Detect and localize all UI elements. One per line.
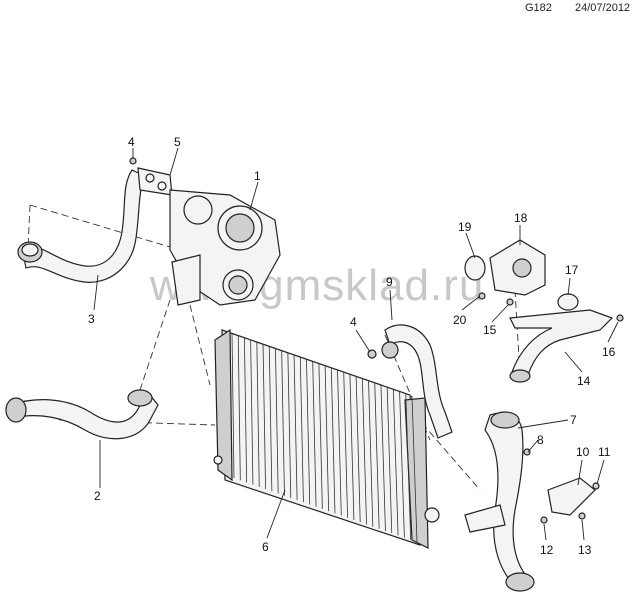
callout-13: 13 <box>578 543 592 557</box>
intercooler-fin <box>275 348 279 494</box>
intercooler-fin <box>337 369 342 516</box>
intercooler-fin <box>349 374 355 520</box>
part-19-seal <box>464 255 486 281</box>
callout-15: 15 <box>483 323 497 337</box>
part-9-hose <box>381 324 453 439</box>
diagram-date: 24/07/2012 <box>575 2 631 14</box>
intercooler-fin <box>405 393 412 540</box>
callout-18: 18 <box>514 211 528 225</box>
callout-17: 17 <box>565 263 579 277</box>
part-14-intake-duct <box>509 309 614 383</box>
callout-4b: 4 <box>350 315 357 329</box>
callout-6: 6 <box>262 540 269 554</box>
callout-11: 11 <box>598 445 611 459</box>
intercooler-fin <box>386 387 393 534</box>
callout-3: 3 <box>88 312 95 326</box>
part-7-outlet-hose <box>464 411 535 592</box>
callout-20: 20 <box>453 313 467 327</box>
intercooler-fin <box>355 376 361 523</box>
callout-19: 19 <box>458 220 472 234</box>
intercooler-fin <box>411 395 418 543</box>
intercooler-fin <box>392 389 399 536</box>
callout-5: 5 <box>174 135 181 149</box>
part-10-bracket <box>547 477 596 516</box>
intercooler-fin <box>343 372 348 518</box>
callout-4a: 4 <box>128 135 135 149</box>
part-18-valve <box>489 239 546 296</box>
intercooler-fin <box>330 367 336 514</box>
callouts: 4 5 1 3 2 6 4 9 19 18 17 20 15 16 14 7 8… <box>88 135 616 557</box>
intercooler-fin <box>380 385 386 531</box>
callout-10: 10 <box>576 445 590 459</box>
intercooler-fin <box>399 391 405 538</box>
callout-8: 8 <box>537 433 544 447</box>
intercooler-fin <box>318 363 323 509</box>
part-5-gasket <box>137 167 173 196</box>
callout-2: 2 <box>94 489 101 503</box>
leader-lines <box>93 147 619 541</box>
intercooler-fin <box>287 352 292 498</box>
intercooler-fin <box>306 359 311 505</box>
callout-1: 1 <box>254 169 261 183</box>
intercooler-fin <box>281 350 285 496</box>
callout-16: 16 <box>602 345 616 359</box>
intercooler-fin <box>237 335 241 481</box>
part-6-intercooler <box>213 328 440 549</box>
part-1-throttle-body <box>169 189 281 306</box>
callout-7: 7 <box>570 413 577 427</box>
intercooler-fin <box>293 354 298 501</box>
diagram-code: G182 <box>525 2 552 14</box>
intercooler-fin <box>231 332 235 479</box>
intercooler-fin <box>374 382 380 529</box>
intercooler-fin <box>324 365 330 512</box>
callout-9: 9 <box>386 275 393 289</box>
part-17-seal <box>557 293 579 311</box>
part-3-upper-hose <box>17 169 146 283</box>
intercooler-fin <box>312 361 317 507</box>
intercooler-fin <box>244 337 248 483</box>
callout-14: 14 <box>577 374 591 388</box>
part-2-lower-hose <box>5 389 159 440</box>
intercooler-fin <box>250 339 254 485</box>
intercooler-fins <box>231 332 418 543</box>
intercooler-fin <box>268 346 273 492</box>
intercooler-fin <box>368 380 374 527</box>
intercooler-fin <box>262 343 266 490</box>
callout-12: 12 <box>540 543 554 557</box>
intercooler-fin <box>361 378 367 525</box>
intercooler-fin <box>256 341 260 487</box>
intercooler-fin <box>299 356 304 503</box>
